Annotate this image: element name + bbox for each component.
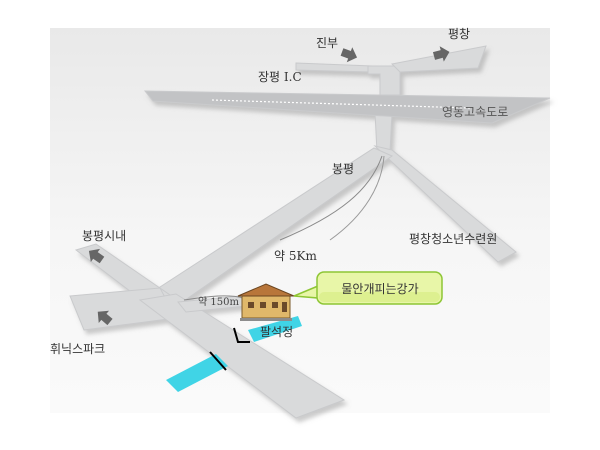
river-upper (248, 316, 302, 342)
bridge-lower (209, 351, 227, 371)
river-lower (166, 354, 228, 392)
arrow-icon (432, 46, 450, 62)
arrow-icon (88, 248, 105, 264)
label-palseokjeong: 팔석정 (260, 325, 293, 339)
house-icon (237, 283, 295, 321)
label-distance-150m: 약 150m (198, 296, 239, 308)
local-road-150m (183, 295, 245, 301)
label-jangpyeong-ic: 장평 I.C (258, 70, 302, 84)
local-road-curve-1 (279, 155, 383, 241)
bridge-upper (233, 327, 250, 343)
label-youth-center: 평창청소년수련원 (409, 232, 497, 246)
road-lower-main (138, 293, 346, 419)
arrow-icon (97, 310, 113, 326)
label-pyeongchang: 평창 (448, 27, 470, 41)
label-bongpyeong: 봉평 (332, 162, 354, 176)
destination-callout: 물안개피는강가 (293, 271, 443, 305)
label-yeongdong-expressway: 영동고속도로 (442, 105, 508, 119)
callout-label: 물안개피는강가 (341, 282, 418, 296)
local-road-curve-2 (329, 155, 385, 241)
expressway-centerline (211, 99, 471, 109)
arrow-icon (340, 47, 358, 63)
road-network (69, 45, 551, 419)
label-phoenix-park: 휘닉스파크 (50, 342, 105, 356)
road-youth-center (373, 145, 517, 263)
arrow-icon (88, 46, 450, 326)
yeongdong-expressway (143, 90, 551, 124)
label-distance-5km: 약 5Km (274, 248, 317, 263)
label-bongpyeong-downtown: 봉평시내 (82, 229, 126, 243)
road-pyeongchang (390, 45, 487, 73)
road-ic-south (374, 111, 393, 153)
label-jinbu: 진부 (316, 36, 338, 50)
